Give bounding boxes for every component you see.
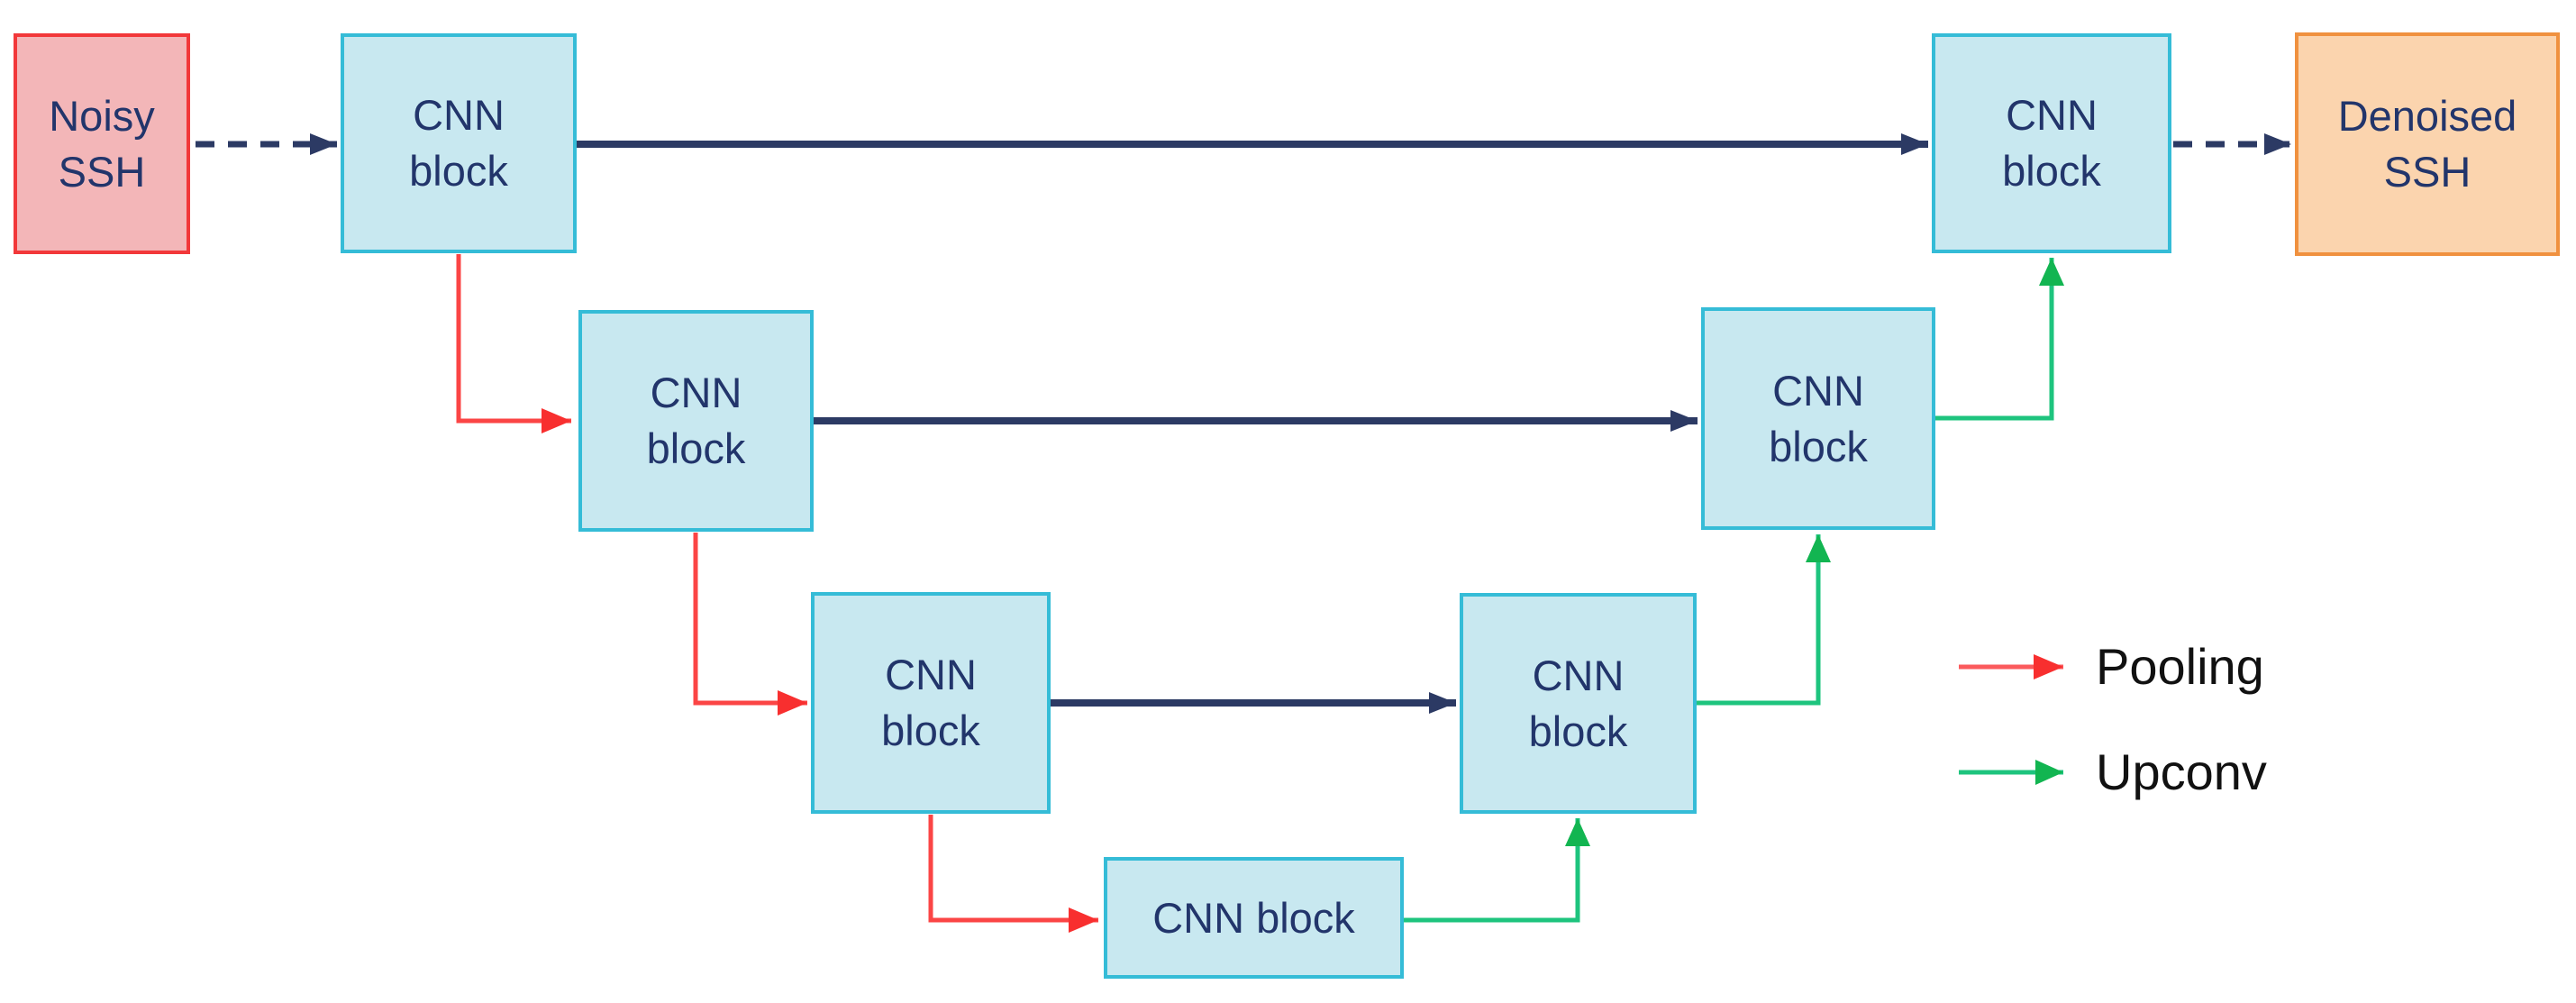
legend-row-pooling: Pooling — [1957, 635, 2264, 698]
upconv-arrow-icon — [1959, 760, 2063, 785]
node-noisy-ssh: Noisy SSH — [14, 33, 190, 254]
pooling-arrow-icon — [1959, 654, 2063, 679]
node-cnn-block-enc1: CNN block — [341, 33, 577, 253]
node-cnn-block-dec2: CNN block — [1701, 307, 1935, 530]
legend-label-pooling: Pooling — [2096, 638, 2264, 695]
edge-pooling-1 — [456, 254, 571, 433]
node-cnn-block-dec3: CNN block — [1460, 593, 1697, 814]
edge-upconv-3 — [1935, 258, 2064, 421]
node-cnn-block-enc2: CNN block — [578, 310, 814, 532]
edge-pooling-2 — [693, 533, 807, 716]
legend-label-upconv: Upconv — [2096, 743, 2267, 800]
node-cnn-block-bottleneck: CNN block — [1104, 857, 1404, 979]
edge-upconv-2 — [1697, 534, 1831, 706]
edge-upconv-1 — [1404, 818, 1590, 923]
edge-pooling-3 — [928, 815, 1098, 933]
node-denoised-ssh: Denoised SSH — [2295, 32, 2560, 256]
legend-row-upconv: Upconv — [1957, 741, 2267, 804]
node-cnn-block-dec1: CNN block — [1932, 33, 2171, 253]
node-cnn-block-enc3: CNN block — [811, 592, 1051, 814]
